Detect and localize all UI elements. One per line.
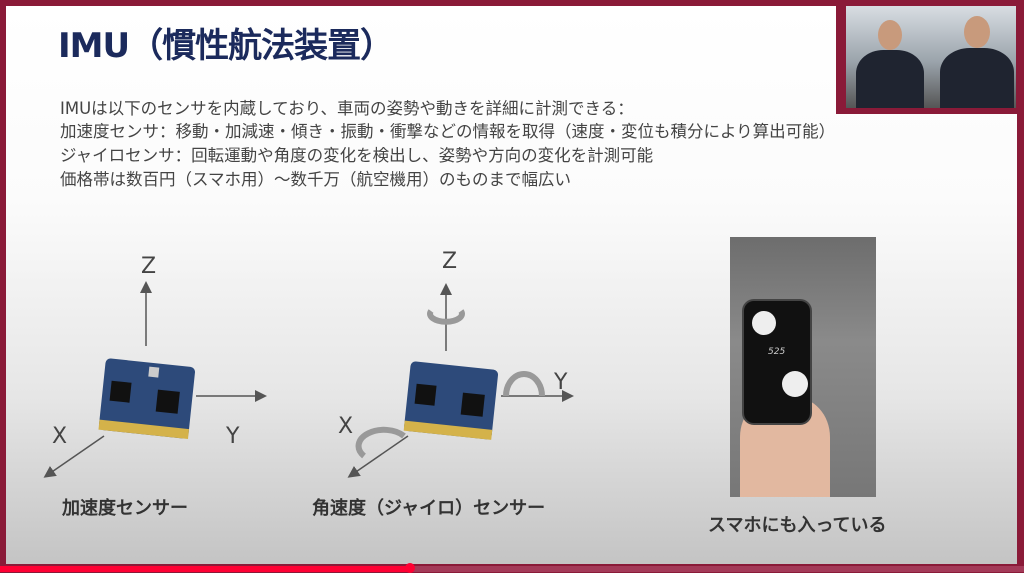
z-axis-label: Z bbox=[141, 254, 157, 279]
rotation-arrow-y-icon bbox=[503, 371, 545, 397]
text-line-4: 価格帯は数百円（スマホ用）～数千万（航空機用）のものまで幅広い bbox=[60, 170, 572, 189]
accelerometer-caption: 加速度センサー bbox=[62, 498, 188, 519]
z-axis-label: Z bbox=[442, 249, 458, 274]
gyroscope-caption: 角速度（ジャイロ）センサー bbox=[312, 498, 546, 519]
x-axis-label: X bbox=[52, 424, 68, 449]
text-line-3: ジャイロセンサ：回転運動や角度の変化を検出し、姿勢や方向の変化を計測可能 bbox=[60, 146, 654, 165]
presenter-left bbox=[856, 50, 924, 108]
y-axis-label: Y bbox=[226, 424, 240, 449]
y-axis-label: Y bbox=[554, 370, 568, 395]
text-line-1: IMUは以下のセンサを内蔵しており、車両の姿勢や動きを詳細に計測できる： bbox=[60, 99, 634, 118]
progress-fill bbox=[0, 566, 410, 572]
phone-caption: スマホにも入っている bbox=[708, 515, 887, 536]
x-axis-label: X bbox=[338, 414, 354, 439]
rotation-arrow-x-icon bbox=[355, 426, 406, 459]
scrubber-handle[interactable] bbox=[404, 563, 415, 573]
text-line-2: 加速度センサ：移動・加減速・傾き・振動・衝撃などの情報を取得（速度・変位も積分に… bbox=[60, 122, 836, 141]
phone-screen-text: 525 bbox=[768, 347, 786, 357]
slide-title: IMU（慣性航法装置） bbox=[58, 26, 394, 66]
microbit-board-icon bbox=[98, 358, 196, 440]
axes-arrows bbox=[43, 281, 267, 478]
rotation-arrow-z-icon bbox=[427, 309, 465, 325]
video-progress-bar[interactable] bbox=[0, 563, 1024, 573]
microbit-board-icon bbox=[403, 361, 499, 440]
presenter-right bbox=[940, 48, 1014, 108]
rotation-axes bbox=[347, 283, 574, 478]
smartphone-photo: 525 bbox=[730, 237, 876, 497]
webcam-overlay bbox=[836, 4, 1022, 114]
